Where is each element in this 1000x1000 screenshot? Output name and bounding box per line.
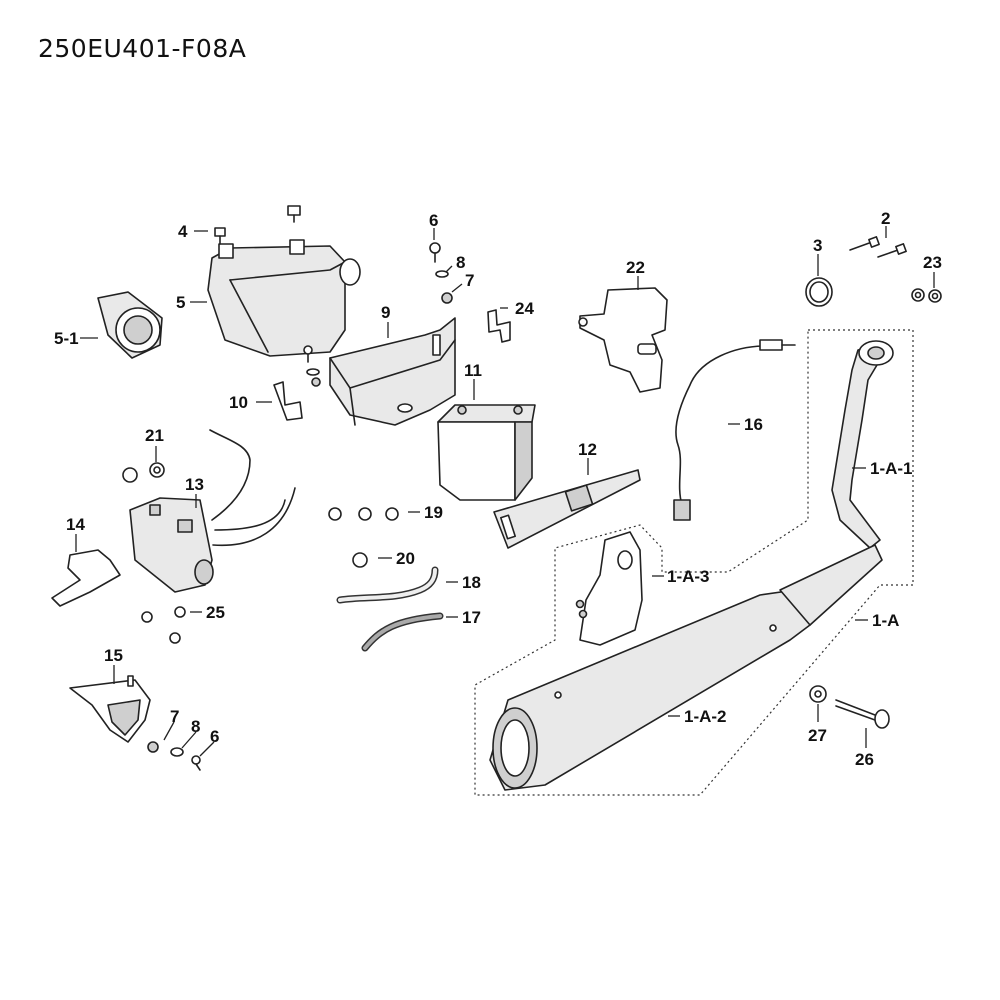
leader-lines	[75, 226, 935, 757]
label-7-bottom: 7	[170, 707, 179, 726]
nut-25-a[interactable]	[141, 611, 153, 623]
exhaust-group-outline	[474, 329, 914, 796]
bolt-2-b[interactable]	[877, 243, 907, 258]
label-12: 12	[578, 440, 597, 459]
label-23: 23	[923, 253, 942, 272]
muffler-bracket[interactable]	[575, 531, 643, 646]
intake-sleeve[interactable]	[97, 291, 163, 359]
nut-23-b[interactable]	[928, 289, 942, 303]
label-8-bottom: 8	[191, 717, 200, 736]
label-20: 20	[396, 549, 415, 568]
clamp-20[interactable]	[352, 552, 368, 568]
heat-guard[interactable]	[69, 675, 151, 743]
label-22: 22	[626, 258, 645, 277]
label-19: 19	[424, 503, 443, 522]
nut-25-b[interactable]	[174, 606, 186, 618]
label-1-A-1: 1-A-1	[870, 459, 913, 478]
bolt-26[interactable]	[835, 699, 890, 729]
washer-21-b[interactable]	[149, 462, 165, 478]
label-16: 16	[744, 415, 763, 434]
bolt-2-a[interactable]	[849, 236, 880, 251]
label-3: 3	[813, 236, 822, 255]
label-1-A-2: 1-A-2	[684, 707, 727, 726]
label-5-1: 5-1	[54, 329, 79, 348]
nut-7-b[interactable]	[147, 741, 159, 753]
nut-23-a[interactable]	[911, 288, 925, 302]
screw-6-holder[interactable]	[303, 345, 321, 387]
label-10: 10	[229, 393, 248, 412]
bracket-10[interactable]	[273, 381, 303, 421]
bracket-14[interactable]	[51, 549, 121, 607]
label-24: 24	[515, 299, 534, 318]
label-5: 5	[176, 293, 185, 312]
label-1-A-3: 1-A-3	[667, 567, 710, 586]
bracket-24[interactable]	[487, 309, 511, 343]
nut-27[interactable]	[809, 685, 827, 703]
clamp-19[interactable]	[328, 507, 399, 521]
part-labels: 4 5 5-1 6 8 7 9 10 11 24 22 16 12 3 2 23…	[54, 209, 942, 769]
label-8-top: 8	[456, 253, 465, 272]
air-filter-box[interactable]	[207, 239, 361, 357]
hose-18-inner	[338, 568, 437, 602]
label-7-top: 7	[465, 271, 474, 290]
charcoal-canister[interactable]	[129, 429, 296, 593]
bolt-4-b[interactable]	[287, 205, 301, 223]
label-17: 17	[462, 608, 481, 627]
battery[interactable]	[437, 404, 536, 501]
muffler[interactable]	[489, 544, 883, 791]
label-6-bottom: 6	[210, 727, 219, 746]
battery-holder[interactable]	[329, 317, 456, 426]
label-1-A: 1-A	[872, 611, 899, 630]
screw-6-a[interactable]	[429, 242, 441, 263]
label-6-top: 6	[429, 211, 438, 230]
label-4: 4	[178, 222, 188, 241]
label-15: 15	[104, 646, 123, 665]
label-11: 11	[464, 361, 482, 380]
label-2: 2	[881, 209, 890, 228]
exhaust-header-pipe[interactable]	[831, 340, 894, 549]
nut-21-a[interactable]	[122, 467, 138, 483]
label-9: 9	[381, 303, 390, 322]
nut-7-a[interactable]	[441, 292, 453, 304]
label-14: 14	[66, 515, 85, 534]
oxygen-sensor[interactable]	[673, 339, 796, 521]
bolt-4-a[interactable]	[214, 227, 226, 245]
label-13: 13	[185, 475, 204, 494]
label-27: 27	[808, 726, 827, 745]
hose-17-inner	[363, 614, 442, 650]
label-26: 26	[855, 750, 874, 769]
gasket-3[interactable]	[805, 277, 833, 307]
label-25: 25	[206, 603, 225, 622]
label-18: 18	[462, 573, 481, 592]
label-21: 21	[145, 426, 164, 445]
nut-25-c[interactable]	[169, 632, 181, 644]
washer-8-a[interactable]	[435, 270, 449, 278]
screw-6-b[interactable]	[191, 755, 201, 771]
diagram-code: 250EU401-F08A	[38, 34, 247, 63]
battery-strap[interactable]	[493, 469, 641, 549]
bracket-22[interactable]	[578, 287, 668, 393]
washer-8-b[interactable]	[170, 747, 184, 757]
